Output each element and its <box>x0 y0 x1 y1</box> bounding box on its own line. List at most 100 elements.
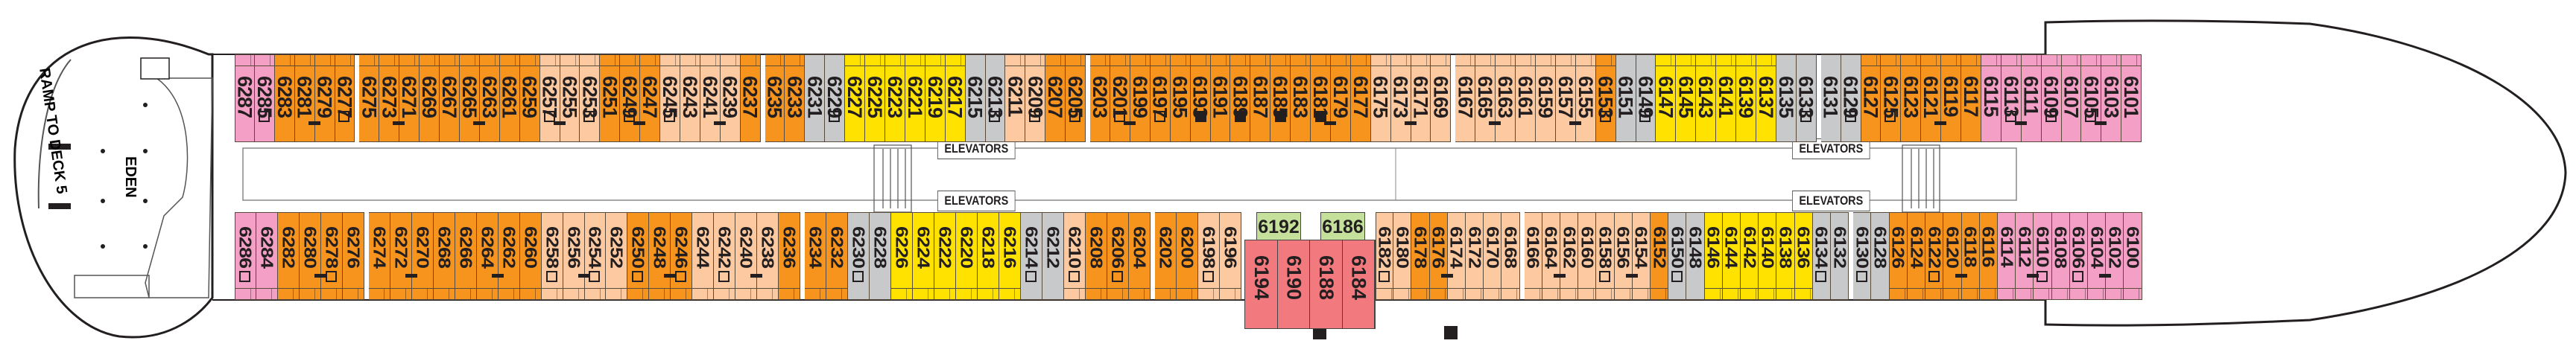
cabin-6226[interactable]: 6226 <box>891 212 914 300</box>
cabin-6170[interactable]: 6170 <box>1483 212 1502 300</box>
suite-6190[interactable]: 6190 <box>1278 240 1310 328</box>
suite-6194[interactable]: 6194 <box>1245 240 1278 328</box>
cabin-6189[interactable]: 6189 <box>1229 54 1251 142</box>
cabin-6136[interactable]: 6136 <box>1794 212 1813 300</box>
cabin-6165[interactable]: 6165 <box>1474 54 1501 142</box>
cabin-6186[interactable]: 6186 <box>1320 212 1365 242</box>
cabin-6160[interactable]: 6160 <box>1577 212 1597 300</box>
cabin-6149[interactable]: 6149 <box>1634 54 1656 142</box>
cabin-6111[interactable]: 6111 <box>2020 54 2042 142</box>
cabin-6238[interactable]: 6238 <box>757 212 779 300</box>
cabin-6252[interactable]: 6252 <box>606 212 628 300</box>
cabin-6232[interactable]: 6232 <box>826 212 849 300</box>
cabin-6199[interactable]: 6199 <box>1129 54 1151 142</box>
cabin-6274[interactable]: 6274 <box>368 212 390 300</box>
cabin-6278[interactable]: 6278 <box>320 212 343 300</box>
cabin-6271[interactable]: 6271 <box>398 54 420 142</box>
cabin-6162[interactable]: 6162 <box>1560 212 1578 300</box>
cabin-6164[interactable]: 6164 <box>1542 212 1566 300</box>
suite-6188[interactable]: 6188 <box>1310 240 1343 328</box>
cabin-6147[interactable]: 6147 <box>1654 54 1677 142</box>
cabin-6250[interactable]: 6250 <box>627 212 650 300</box>
cabin-6116[interactable]: 6116 <box>1979 212 1998 300</box>
cabin-6197[interactable]: 6197 <box>1149 54 1171 142</box>
cabin-6125[interactable]: 6125 <box>1879 54 1902 142</box>
cabin-6193[interactable]: 6193 <box>1189 54 1212 142</box>
cabin-6155[interactable]: 6155 <box>1575 54 1597 142</box>
cabin-6119[interactable]: 6119 <box>1940 54 1962 142</box>
cabin-6130[interactable]: 6130 <box>1852 212 1872 300</box>
cabin-6270[interactable]: 6270 <box>411 212 434 300</box>
cabin-6180[interactable]: 6180 <box>1393 212 1412 300</box>
cabin-6153[interactable]: 6153 <box>1595 54 1617 142</box>
cabin-6166[interactable]: 6166 <box>1523 212 1542 300</box>
cabin-6171[interactable]: 6171 <box>1410 54 1432 142</box>
cabin-6168[interactable]: 6168 <box>1501 212 1520 300</box>
cabin-6183[interactable]: 6183 <box>1289 54 1311 142</box>
cabin-6150[interactable]: 6150 <box>1668 212 1687 300</box>
cabin-6206[interactable]: 6206 <box>1107 212 1129 300</box>
cabin-6225[interactable]: 6225 <box>864 54 886 142</box>
cabin-6146[interactable]: 6146 <box>1704 212 1723 300</box>
cabin-6223[interactable]: 6223 <box>884 54 906 142</box>
cabin-6280[interactable]: 6280 <box>299 212 326 300</box>
cabin-6124[interactable]: 6124 <box>1907 212 1925 300</box>
cabin-6158[interactable]: 6158 <box>1595 212 1615 300</box>
cabin-6203[interactable]: 6203 <box>1089 54 1111 142</box>
cabin-6216[interactable]: 6216 <box>999 212 1021 300</box>
cabin-6161[interactable]: 6161 <box>1514 54 1537 142</box>
cabin-6214[interactable]: 6214 <box>1020 212 1042 300</box>
cabin-6137[interactable]: 6137 <box>1755 54 1777 142</box>
cabin-6156[interactable]: 6156 <box>1614 212 1638 300</box>
cabin-6277[interactable]: 6277 <box>333 54 355 142</box>
cabin-6234[interactable]: 6234 <box>805 212 827 300</box>
cabin-6128[interactable]: 6128 <box>1870 212 1890 300</box>
cabin-6258[interactable]: 6258 <box>541 212 563 300</box>
cabin-6182[interactable]: 6182 <box>1375 212 1394 300</box>
cabin-6275[interactable]: 6275 <box>358 54 380 142</box>
cabin-6118[interactable]: 6118 <box>1961 212 1980 300</box>
cabin-6276[interactable]: 6276 <box>342 212 364 300</box>
cabin-6251[interactable]: 6251 <box>598 54 621 142</box>
cabin-6100[interactable]: 6100 <box>2123 212 2142 300</box>
cabin-6142[interactable]: 6142 <box>1740 212 1759 300</box>
cabin-6282[interactable]: 6282 <box>277 212 300 300</box>
cabin-6249[interactable]: 6249 <box>618 54 646 142</box>
cabin-6266[interactable]: 6266 <box>455 212 477 300</box>
cabin-6257[interactable]: 6257 <box>539 54 566 142</box>
cabin-6102[interactable]: 6102 <box>2105 212 2124 300</box>
cabin-6143[interactable]: 6143 <box>1694 54 1717 142</box>
cabin-6269[interactable]: 6269 <box>418 54 440 142</box>
cabin-6179[interactable]: 6179 <box>1329 54 1352 142</box>
cabin-6122[interactable]: 6122 <box>1925 212 1943 300</box>
cabin-6239[interactable]: 6239 <box>719 54 741 142</box>
cabin-6172[interactable]: 6172 <box>1465 212 1484 300</box>
cabin-6213[interactable]: 6213 <box>984 54 1006 142</box>
cabin-6237[interactable]: 6237 <box>739 54 762 142</box>
cabin-6145[interactable]: 6145 <box>1674 54 1697 142</box>
cabin-6191[interactable]: 6191 <box>1209 54 1231 142</box>
cabin-6169[interactable]: 6169 <box>1429 54 1452 142</box>
cabin-6273[interactable]: 6273 <box>378 54 405 142</box>
cabin-6140[interactable]: 6140 <box>1758 212 1777 300</box>
cabin-6107[interactable]: 6107 <box>2060 54 2083 142</box>
cabin-6173[interactable]: 6173 <box>1390 54 1417 142</box>
cabin-6253[interactable]: 6253 <box>578 54 601 142</box>
cabin-6217[interactable]: 6217 <box>944 54 966 142</box>
cabin-6222[interactable]: 6222 <box>934 212 956 300</box>
cabin-6215[interactable]: 6215 <box>964 54 987 142</box>
cabin-6221[interactable]: 6221 <box>904 54 926 142</box>
cabin-6212[interactable]: 6212 <box>1042 212 1064 300</box>
cabin-6144[interactable]: 6144 <box>1722 212 1741 300</box>
cabin-6243[interactable]: 6243 <box>679 54 701 142</box>
cabin-6159[interactable]: 6159 <box>1534 54 1557 142</box>
cabin-6175[interactable]: 6175 <box>1370 54 1392 142</box>
cabin-6218[interactable]: 6218 <box>977 212 999 300</box>
cabin-6207[interactable]: 6207 <box>1044 54 1066 142</box>
cabin-6126[interactable]: 6126 <box>1889 212 1908 300</box>
cabin-6259[interactable]: 6259 <box>519 54 541 142</box>
cabin-6105[interactable]: 6105 <box>2080 54 2107 142</box>
cabin-6235[interactable]: 6235 <box>764 54 786 142</box>
cabin-6163[interactable]: 6163 <box>1494 54 1516 142</box>
cabin-6283[interactable]: 6283 <box>273 54 296 142</box>
